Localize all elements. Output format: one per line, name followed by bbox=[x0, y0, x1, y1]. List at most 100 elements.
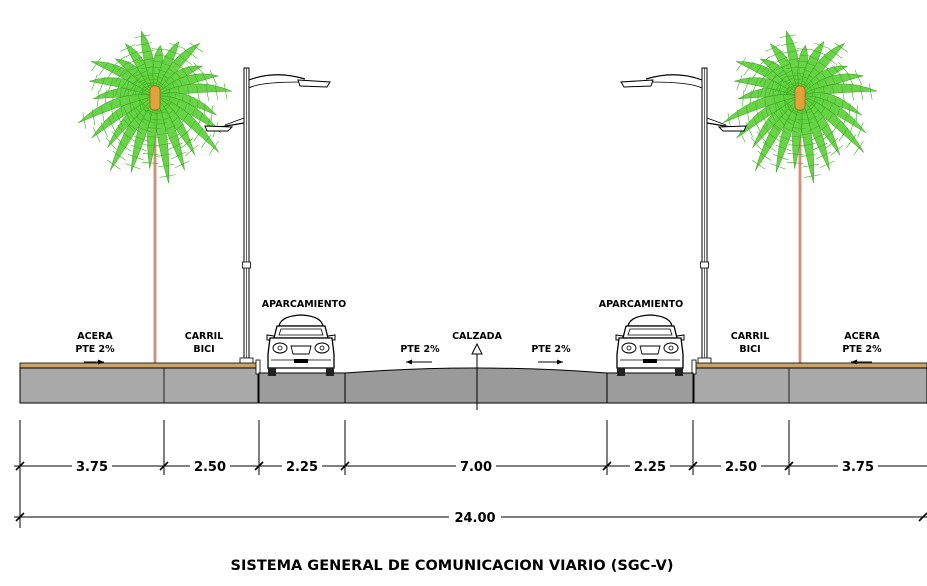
palm-leaflet bbox=[771, 69, 785, 81]
palm-leaflet bbox=[209, 70, 218, 85]
palm-leaflet bbox=[214, 84, 219, 101]
palm-leaflet bbox=[781, 126, 798, 133]
palm-leaflet bbox=[114, 69, 125, 84]
palm-leaflet bbox=[750, 137, 762, 151]
palm-leaflet bbox=[855, 105, 858, 122]
label-calzada: CALZADA bbox=[452, 331, 503, 342]
palm-leaflet bbox=[99, 76, 106, 92]
palm-leaflet bbox=[782, 50, 799, 54]
palm-leaflet bbox=[802, 163, 819, 168]
palm-leaflet bbox=[853, 141, 864, 155]
palm-leaflet bbox=[120, 44, 136, 52]
label-slope-acera-left: PTE 2% bbox=[75, 344, 115, 355]
palm-leaflet bbox=[201, 134, 212, 149]
palm-leaflet bbox=[136, 42, 153, 46]
palm-leaflet bbox=[122, 118, 134, 132]
palm-leaflet bbox=[744, 76, 751, 92]
palm-leaflet bbox=[130, 63, 146, 71]
palm-leaflet bbox=[764, 99, 768, 116]
palm-leaflet bbox=[768, 107, 776, 122]
palm-leaflet bbox=[838, 127, 849, 142]
palm-leaflet bbox=[157, 163, 174, 168]
palm-leaflet bbox=[97, 90, 100, 107]
palm-leaflet bbox=[736, 74, 743, 91]
palm-leaflet bbox=[123, 50, 139, 58]
palm-leaflet bbox=[736, 57, 747, 72]
palm-leaflet bbox=[811, 49, 827, 56]
palm-leaflet bbox=[107, 78, 114, 94]
palm-leaflet bbox=[767, 118, 779, 132]
dim-bici-right: 2.50 bbox=[725, 460, 757, 475]
label-aparcamiento-right: APARCAMIENTO bbox=[599, 299, 683, 310]
palm-leaflet bbox=[773, 96, 778, 113]
palm-leaflet bbox=[751, 65, 762, 80]
palm-leaflet bbox=[782, 93, 787, 110]
palm-leaflet bbox=[210, 105, 213, 122]
palm-leaflet bbox=[850, 84, 854, 101]
palm-frond bbox=[78, 94, 156, 124]
palm-leaflet bbox=[752, 78, 759, 94]
palm-leaflet bbox=[736, 109, 741, 126]
palm-leaflet bbox=[830, 120, 841, 135]
palm-leaflet bbox=[773, 112, 785, 126]
palm-leaflet bbox=[753, 117, 761, 133]
palm-leaflet bbox=[110, 103, 114, 120]
cross-section bbox=[19, 342, 927, 410]
label-slope-calzada-right: PTE 2% bbox=[531, 344, 571, 355]
parked-car-right bbox=[615, 314, 685, 377]
label-bici-right: BICI bbox=[739, 344, 760, 355]
palm-leaflet bbox=[131, 144, 147, 152]
palm-leaflet bbox=[174, 160, 190, 169]
palm-leaflet bbox=[223, 83, 228, 100]
palm-leaflet bbox=[92, 127, 101, 143]
palm-leaflet bbox=[131, 74, 144, 86]
dim-parking-left: 2.25 bbox=[286, 460, 318, 475]
palm-leaflet bbox=[746, 106, 750, 123]
palm-leaflet bbox=[121, 74, 132, 88]
palm-leaflet bbox=[742, 90, 745, 107]
palm-leaflet bbox=[137, 50, 154, 54]
palm-leaflet bbox=[117, 141, 132, 152]
palm-leaflet bbox=[128, 96, 133, 113]
palm-leaflet bbox=[119, 99, 123, 116]
palm-leaflet bbox=[812, 142, 828, 151]
palm-leaflet bbox=[171, 151, 187, 160]
palm-leaflet bbox=[136, 126, 153, 133]
palm-leaflet bbox=[127, 56, 143, 65]
palm-leaflet bbox=[178, 55, 193, 66]
label-slope-calzada-left: PTE 2% bbox=[400, 344, 440, 355]
palm-leaflet bbox=[128, 123, 143, 134]
palm-leaflet bbox=[115, 112, 124, 128]
palm-leaflet bbox=[768, 81, 775, 98]
palm-leaflet bbox=[133, 135, 150, 142]
palm-leaflet bbox=[857, 122, 864, 138]
palm-leaflet bbox=[142, 153, 159, 156]
palm-leaflet bbox=[770, 163, 786, 170]
palm-leaflet bbox=[108, 117, 116, 133]
palm-leaflet bbox=[134, 34, 151, 38]
dim-calzada: 7.00 bbox=[460, 460, 492, 475]
palm-leaflet bbox=[768, 50, 784, 58]
palm-leaflet bbox=[841, 85, 845, 102]
street-lamp-left bbox=[204, 67, 331, 365]
palm-leaflet bbox=[823, 55, 838, 66]
palm-leaflet bbox=[115, 80, 122, 96]
palm-leaflet bbox=[111, 131, 123, 144]
palm-leaflet bbox=[131, 102, 139, 117]
palm-leaflet bbox=[752, 159, 766, 170]
section-labels: ACERA PTE 2% CARRIL BICI APARCAMIENTO PT… bbox=[75, 299, 882, 365]
palm-leaflet bbox=[776, 74, 789, 86]
palm-leaflet bbox=[189, 42, 203, 53]
palm-leaflet bbox=[125, 163, 141, 170]
palm-leaflet bbox=[773, 154, 789, 161]
palm-leaflet bbox=[868, 83, 873, 100]
palm-leaflet bbox=[91, 109, 96, 126]
palm-leaflet bbox=[208, 141, 219, 155]
palm-leaflet bbox=[788, 135, 806, 138]
palm-leaflet bbox=[105, 137, 117, 151]
palm-leaflet bbox=[859, 84, 864, 101]
palm-leaflet bbox=[834, 42, 848, 53]
palm-leaflet bbox=[143, 135, 161, 138]
palm-leaflet bbox=[765, 44, 781, 52]
palm-leaflet bbox=[111, 56, 125, 68]
